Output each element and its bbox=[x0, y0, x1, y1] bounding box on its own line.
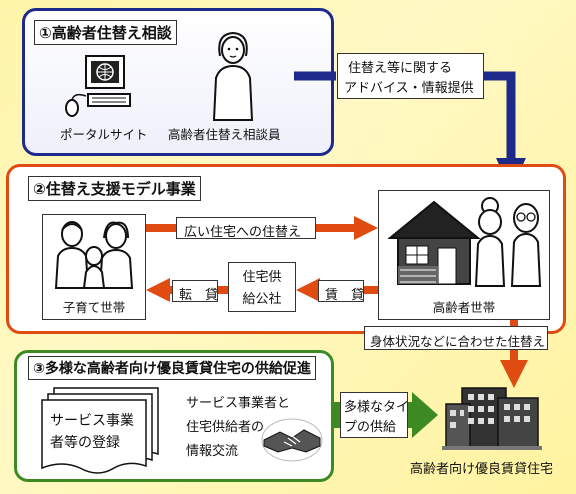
result-label: 高齢者向け優良賃貸住宅 bbox=[410, 462, 554, 477]
supply-title: ③多様な高齢者向け優良賃貸住宅の供給促進 bbox=[28, 356, 316, 380]
computer-icon bbox=[65, 55, 131, 117]
registry-line1: サービス事業 bbox=[50, 413, 134, 429]
registry-line2: 者等の登録 bbox=[50, 435, 120, 451]
exchange-line3: 情報交流 bbox=[186, 444, 239, 459]
types-line1: 多様なタイ bbox=[344, 400, 410, 415]
types-box bbox=[340, 392, 408, 438]
woman-figure-icon bbox=[212, 31, 254, 121]
portal-label: ポータルサイト bbox=[60, 127, 148, 142]
sublease-box bbox=[172, 280, 218, 302]
move-larger-box bbox=[176, 217, 316, 239]
handshake-icon bbox=[261, 418, 323, 462]
move-larger-label: 広い住宅への住替え bbox=[184, 225, 302, 240]
support-title: ②住替え支援モデル事業 bbox=[28, 176, 201, 201]
health-move-box bbox=[364, 326, 548, 350]
counselor-label: 高齢者住替え相談員 bbox=[168, 127, 281, 142]
advice-line1: 住替え等に関する bbox=[348, 61, 453, 76]
document-stack-icon bbox=[41, 387, 159, 474]
sublease-label: 転 貸 bbox=[179, 288, 219, 303]
lease-label: 賃 貸 bbox=[325, 288, 365, 303]
public-corp-line1: 住宅供 bbox=[242, 270, 282, 285]
advice-box bbox=[337, 53, 484, 99]
public-corp-line2: 給公社 bbox=[242, 292, 282, 307]
lease-box bbox=[318, 280, 364, 302]
apartment-building-icon bbox=[442, 387, 542, 450]
exchange-line2: 住宅供給者の bbox=[186, 420, 265, 435]
elderly-label: 高齢者世帯 bbox=[432, 300, 496, 315]
types-line2: プの供給 bbox=[344, 420, 397, 435]
house-icon bbox=[387, 200, 481, 285]
childrearing-label: 子育て世帯 bbox=[62, 300, 126, 315]
public-corp-box bbox=[228, 262, 296, 312]
family-icon bbox=[54, 221, 134, 289]
consultation-title: ①高齢者住替え相談 bbox=[34, 20, 177, 45]
advice-line2: アドバイス・情報提供 bbox=[344, 81, 474, 96]
exchange-line1: サービス事業者と bbox=[186, 396, 291, 411]
elderly-couple-icon bbox=[474, 197, 542, 287]
health-move-label: 身体状況などに合わせた住替え bbox=[370, 334, 546, 349]
